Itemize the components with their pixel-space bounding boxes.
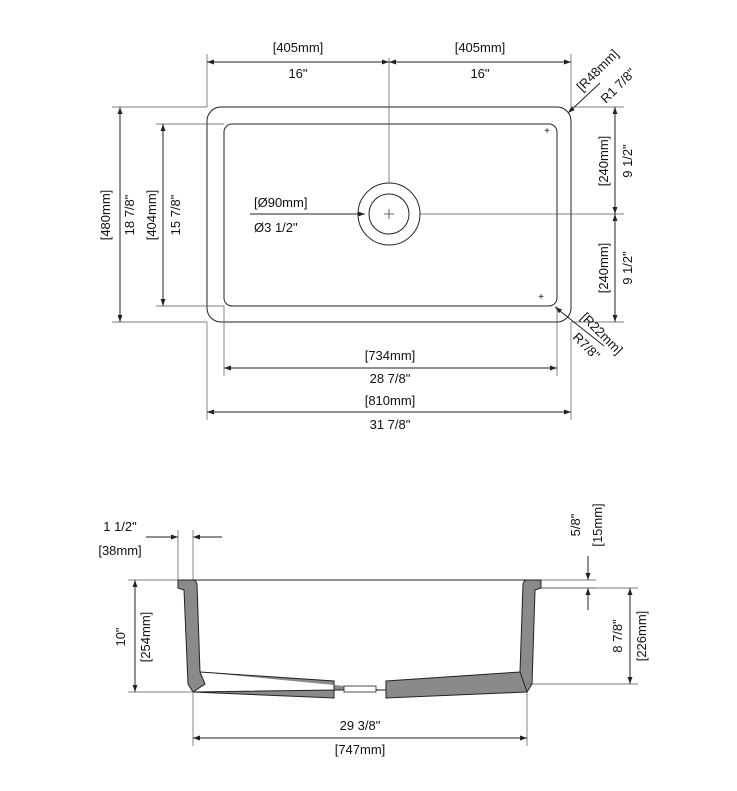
bowl-depth-mm: [226mm] xyxy=(634,611,649,662)
outer-radius-leader xyxy=(567,82,601,114)
inner-depth-mm: [404mm] xyxy=(144,190,159,241)
half-depth-bottom-in: 9 1/2" xyxy=(620,251,635,285)
overall-depth-in: 18 7/8" xyxy=(122,194,137,235)
inner-depth-in: 15 7/8" xyxy=(168,194,183,235)
height-in: 10" xyxy=(113,627,128,646)
sink-inner-outline xyxy=(223,123,558,307)
rim-thickness-in: 5/8" xyxy=(568,513,583,536)
drain-inner-circle xyxy=(368,193,410,235)
half-width-left-mm: [405mm] xyxy=(273,40,324,55)
height-mm: [254mm] xyxy=(138,612,153,663)
rim-thickness-mm: [15mm] xyxy=(590,503,605,546)
rim-width-mm: [38mm] xyxy=(98,543,141,558)
inner-radius-leader xyxy=(554,306,605,347)
drain-diameter-in: Ø3 1/2" xyxy=(254,220,298,235)
half-width-right-in: 16" xyxy=(470,66,489,81)
inner-width-in: 28 7/8" xyxy=(370,371,411,386)
left-wall-section xyxy=(177,579,206,693)
side-view: 1 1/2" [38mm] 5/8" [15mm] 10" [254mm] 8 … xyxy=(98,503,649,757)
corner-mark-bottom: + xyxy=(538,292,544,303)
half-depth-top-mm: [240mm] xyxy=(596,136,611,187)
bowl-depth-in: 8 7/8" xyxy=(610,619,625,653)
half-depth-bottom-mm: [240mm] xyxy=(596,243,611,294)
drain-diameter-mm: [Ø90mm] xyxy=(254,195,307,210)
drain-opening xyxy=(343,685,377,693)
overall-depth-mm: [480mm] xyxy=(98,190,113,241)
bottom-width-mm: [747mm] xyxy=(335,742,386,757)
corner-mark-top: + xyxy=(544,126,550,137)
half-depth-top-in: 9 1/2" xyxy=(620,144,635,178)
top-view: + + [405mm] 16" [405mm] 16" [R48mm] R1 7… xyxy=(98,40,639,432)
bottom-width-in: 29 3/8" xyxy=(340,718,381,733)
overall-width-in: 31 7/8" xyxy=(370,417,411,432)
half-width-left-in: 16" xyxy=(288,66,307,81)
rim-width-in: 1 1/2" xyxy=(103,519,137,534)
inner-width-mm: [734mm] xyxy=(365,348,416,363)
overall-width-mm: [810mm] xyxy=(365,393,416,408)
half-width-right-mm: [405mm] xyxy=(455,40,506,55)
bottom-slab-section xyxy=(192,671,528,699)
